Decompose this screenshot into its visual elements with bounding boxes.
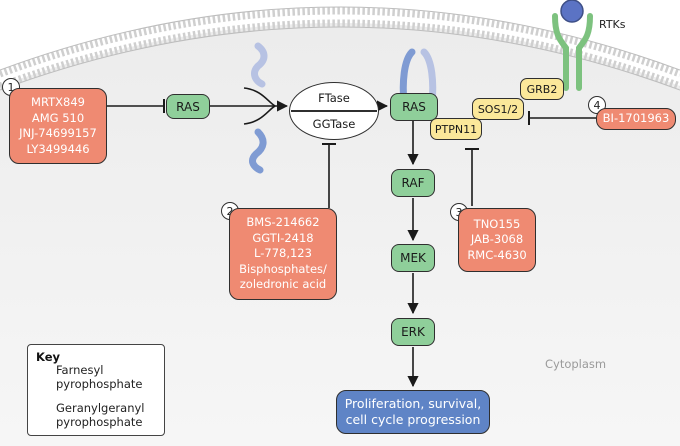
- key-text-line: Geranylgeranyl: [56, 401, 145, 415]
- ggtase-label: GGTase: [312, 116, 356, 131]
- inhibitor-group-4-box: BI-1701963: [596, 108, 676, 130]
- outcome-line: Proliferation, survival,: [344, 396, 482, 411]
- rtks-label: RTKs: [599, 18, 626, 31]
- key-text-line: pyrophosphate: [56, 415, 143, 429]
- outcome-box: Proliferation, survival, cell cycle prog…: [336, 390, 490, 434]
- drug-label: AMG 510: [31, 110, 85, 125]
- prenyltransferase-enzyme: FTase GGTase: [289, 82, 379, 140]
- drug-label: TNO155: [473, 216, 521, 231]
- mek-node: MEK: [391, 244, 435, 272]
- membrane-inner: [0, 19, 680, 90]
- ptpn11-node: PTPN11: [430, 118, 482, 140]
- erk-node: ERK: [391, 318, 435, 346]
- drug-label: zoledronic acid: [239, 277, 327, 292]
- key-title: Key: [36, 350, 61, 364]
- geranylgeranyl-tail-bottom: [249, 128, 267, 174]
- enzyme-divider: [291, 110, 377, 112]
- ras-node-membrane: RAS: [390, 93, 438, 121]
- drug-label: JAB-3068: [470, 232, 524, 247]
- farnesyl-tail-top: [251, 42, 268, 88]
- inhibitor-group-3-box: TNO155 JAB-3068 RMC-4630: [458, 208, 536, 272]
- membrane-outline-bottom: [0, 26, 680, 91]
- drug-label: RMC-4630: [467, 247, 527, 262]
- outcome-line: cell cycle progression: [345, 412, 481, 427]
- cytoplasm-region: [0, 23, 680, 446]
- ras-node-inactive: RAS: [166, 94, 210, 119]
- inhibitor-group-1-box: MRTX849 AMG 510 JNJ-74699157 LY3499446: [9, 88, 107, 164]
- drug-label: BMS-214662: [246, 215, 320, 230]
- key-geranylgeranyl-label: Geranylgeranyl pyrophosphate: [56, 401, 145, 429]
- drug-label: MRTX849: [31, 95, 85, 109]
- rtk-receptor-icon: [552, 0, 593, 91]
- drug-label: L-778,123: [254, 246, 312, 261]
- drug-label: Bisphosphates/: [239, 261, 327, 276]
- sos-node: SOS1/2: [472, 98, 524, 120]
- inhibitor-group-2-box: BMS-214662 GGTI-2418 L-778,123 Bisphosph…: [229, 208, 337, 300]
- membrane-outer: [0, 7, 680, 78]
- drug-label: GGTI-2418: [252, 230, 314, 245]
- ftase-label: FTase: [318, 91, 350, 106]
- key-text-line: Farnesyl: [56, 363, 104, 377]
- raf-node: RAF: [391, 169, 435, 197]
- drug-label: LY3499446: [26, 141, 90, 156]
- legend-key: Key Farnesyl pyrophosphate Geranylgerany…: [27, 344, 165, 436]
- drug-label: JNJ-74699157: [19, 126, 97, 140]
- cytoplasm-label: Cytoplasm: [545, 357, 607, 371]
- key-text-line: pyrophosphate: [56, 377, 143, 391]
- grb2-node: GRB2: [520, 78, 564, 100]
- drug-label: BI-1701963: [602, 111, 670, 126]
- key-farnesyl-label: Farnesyl pyrophosphate: [56, 363, 142, 391]
